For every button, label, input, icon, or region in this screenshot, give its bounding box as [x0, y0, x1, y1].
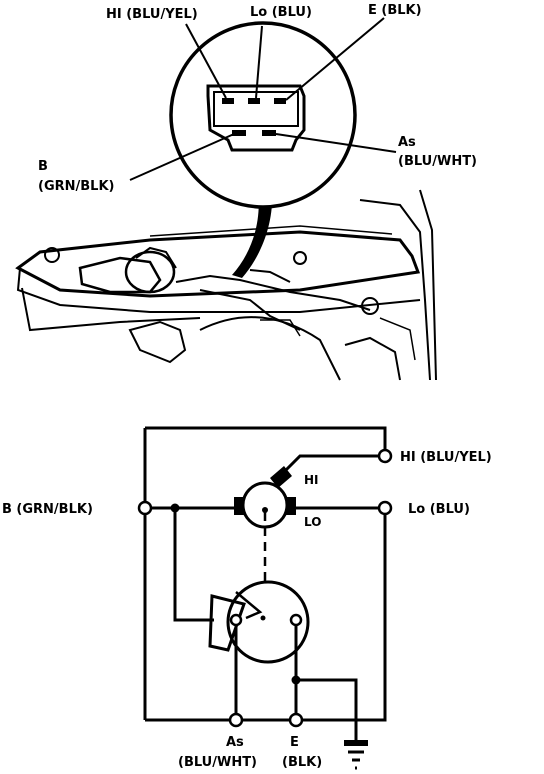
motor-brush-right [286, 497, 296, 515]
callout-leader [232, 190, 273, 278]
connector-pin-e [274, 98, 286, 104]
connector-label-hi: HI (BLU/YEL) [106, 7, 198, 22]
schematic-label-hi: HI (BLU/YEL) [400, 450, 492, 465]
schematic-label-lo: Lo (BLU) [408, 502, 470, 517]
terminal-lo [377, 500, 393, 516]
schematic-label-as-line1: As [226, 735, 244, 750]
ground-icon [344, 740, 368, 770]
car-cowl-illustration [15, 189, 437, 381]
terminal-hi [377, 448, 393, 464]
motor-brush-hi [270, 466, 292, 488]
schematic-label-e-line1: E [290, 735, 299, 750]
connector-pin-b [232, 130, 246, 136]
connector-pin-as [262, 130, 276, 136]
terminal-as [228, 712, 244, 728]
terminal-b [137, 500, 153, 516]
motor-label-hi: HI [304, 473, 319, 487]
connector-magnifier [129, 17, 397, 209]
schematic-label-as-line2: (BLU/WHT) [178, 755, 257, 770]
connector-label-as-line1: As [398, 135, 416, 150]
connector-label-e: E (BLK) [368, 3, 422, 18]
connector-label-b-line2: (GRN/BLK) [38, 179, 114, 194]
motor-label-lo: LO [304, 515, 321, 529]
schematic-label-e-line2: (BLK) [282, 755, 322, 770]
switch-contact-as [229, 613, 243, 627]
connector-label-as-line2: (BLU/WHT) [398, 154, 477, 169]
schematic-label-b: B (GRN/BLK) [2, 502, 93, 517]
switch-contact-e [289, 613, 303, 627]
motor-brush-left [234, 497, 244, 515]
terminal-e [288, 712, 304, 728]
connector-pin-hi [222, 98, 234, 104]
connector-label-lo: Lo (BLU) [250, 5, 312, 20]
connector-pin-lo [248, 98, 260, 104]
wiring-schematic [137, 426, 393, 770]
connector-label-b-line1: B [38, 159, 48, 174]
